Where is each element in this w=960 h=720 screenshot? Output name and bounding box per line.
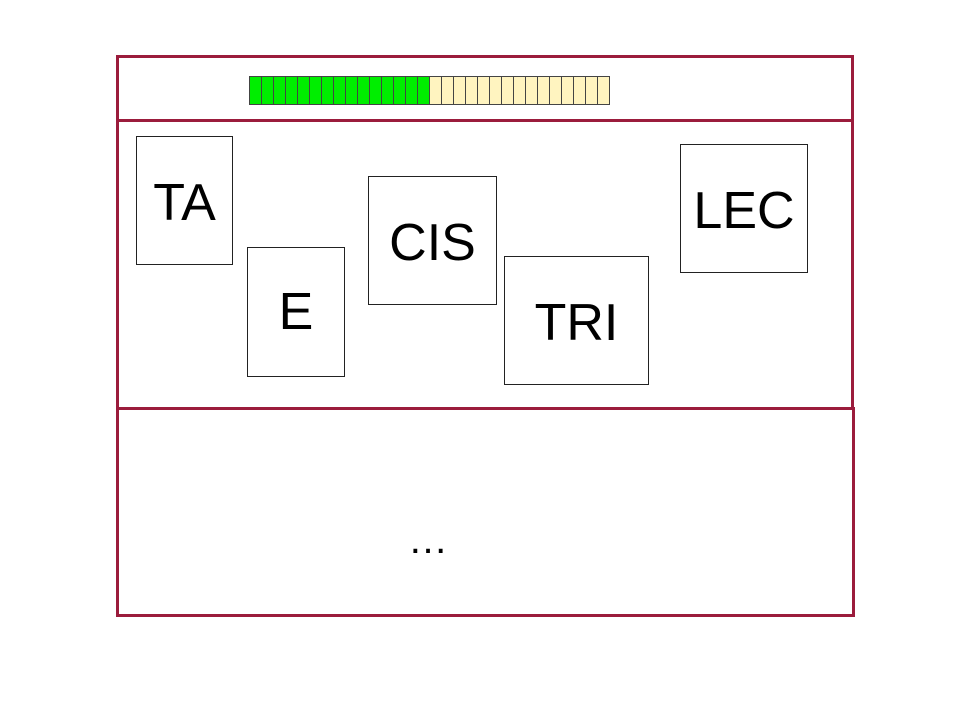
progress-segment-filled	[346, 76, 358, 105]
bottom-panel	[116, 407, 855, 617]
card-ta: TA	[136, 136, 233, 265]
progress-segment-empty	[538, 76, 550, 105]
progress-segment-filled	[406, 76, 418, 105]
progress-segment-filled	[418, 76, 430, 105]
segmented-progress-bar	[249, 76, 610, 105]
card-tri: TRI	[504, 256, 649, 385]
progress-segment-filled	[322, 76, 334, 105]
progress-segment-empty	[478, 76, 490, 105]
progress-segment-empty	[466, 76, 478, 105]
progress-segment-empty	[562, 76, 574, 105]
card-cis: CIS	[368, 176, 497, 305]
progress-segment-filled	[358, 76, 370, 105]
progress-segment-empty	[490, 76, 502, 105]
progress-segment-empty	[502, 76, 514, 105]
progress-segment-filled	[250, 76, 262, 105]
progress-segment-filled	[262, 76, 274, 105]
progress-segment-filled	[394, 76, 406, 105]
progress-segment-empty	[574, 76, 586, 105]
progress-segment-filled	[286, 76, 298, 105]
progress-segment-empty	[598, 76, 610, 105]
progress-segment-filled	[310, 76, 322, 105]
progress-segment-empty	[550, 76, 562, 105]
progress-segment-empty	[454, 76, 466, 105]
ellipsis-text: …	[408, 518, 450, 562]
progress-segment-empty	[430, 76, 442, 105]
progress-segment-empty	[442, 76, 454, 105]
progress-segment-empty	[514, 76, 526, 105]
card-lec: LEC	[680, 144, 808, 273]
progress-segment-filled	[334, 76, 346, 105]
progress-segment-filled	[370, 76, 382, 105]
card-e: E	[247, 247, 345, 377]
progress-segment-empty	[586, 76, 598, 105]
progress-segment-empty	[526, 76, 538, 105]
progress-segment-filled	[274, 76, 286, 105]
progress-segment-filled	[298, 76, 310, 105]
progress-segment-filled	[382, 76, 394, 105]
